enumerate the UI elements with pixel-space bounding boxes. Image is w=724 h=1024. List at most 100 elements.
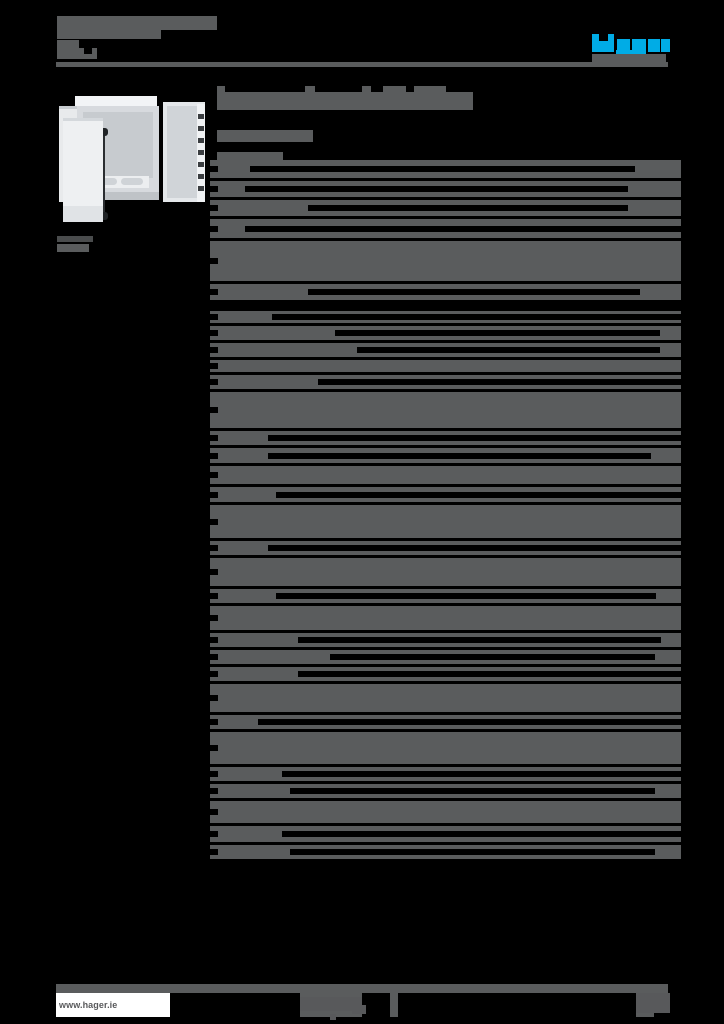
heading-ascender-1 xyxy=(217,86,225,94)
footer-gap-left xyxy=(170,993,300,1017)
heading-ascender-3 xyxy=(362,86,371,94)
table-cell-label xyxy=(210,637,218,643)
table-row-separator xyxy=(210,681,681,684)
table-cell-label xyxy=(210,519,218,525)
table-row-separator xyxy=(210,323,681,326)
table-section-gap xyxy=(210,303,681,311)
table-cell-label xyxy=(210,226,218,232)
table-row xyxy=(210,505,681,538)
table-row-separator xyxy=(210,300,681,303)
table-row xyxy=(210,633,681,647)
table-cell-label xyxy=(210,186,218,192)
table-row xyxy=(210,431,681,445)
table-row xyxy=(210,767,681,781)
table-cell-value xyxy=(272,314,681,320)
table-row-separator xyxy=(210,712,681,715)
table-row xyxy=(210,200,681,216)
table-row xyxy=(210,466,681,484)
page-subtitle xyxy=(217,130,313,142)
table-row-separator xyxy=(210,357,681,360)
table-cell-value xyxy=(282,771,681,777)
specification-table xyxy=(210,160,681,862)
table-cell-label xyxy=(210,472,218,478)
table-row-separator xyxy=(210,823,681,826)
footer-website-url[interactable]: www.hager.ie xyxy=(56,993,170,1017)
table-cell-label xyxy=(210,166,218,172)
table-row xyxy=(210,181,681,197)
table-cell-label xyxy=(210,407,218,413)
table-row xyxy=(210,541,681,555)
table-row-separator xyxy=(210,781,681,784)
table-row xyxy=(210,732,681,764)
table-cell-label-ext xyxy=(222,164,264,171)
table-cell-value xyxy=(250,166,635,172)
table-cell-label xyxy=(210,593,218,599)
table-cell-label xyxy=(210,453,218,459)
table-row xyxy=(210,606,681,630)
table-cell-label xyxy=(210,435,218,441)
table-row xyxy=(210,448,681,463)
heading-ascender-4 xyxy=(383,86,406,94)
logo-tagline xyxy=(592,54,666,62)
table-cell-label xyxy=(210,492,218,498)
table-row-separator xyxy=(210,555,681,558)
page-footer: www.hager.ie xyxy=(0,968,724,1024)
table-cell-label xyxy=(210,615,218,621)
table-row xyxy=(210,801,681,823)
table-cell-label xyxy=(210,545,218,551)
table-row-separator xyxy=(210,281,681,284)
product-photo xyxy=(57,88,205,228)
table-cell-label-ext xyxy=(222,669,262,676)
table-row xyxy=(210,558,681,586)
table-row xyxy=(210,360,681,372)
header-subtitle-a xyxy=(57,40,79,49)
table-row-separator xyxy=(210,340,681,343)
table-row xyxy=(210,343,681,357)
table-cell-label xyxy=(210,347,218,353)
table-row xyxy=(210,715,681,729)
table-cell-label xyxy=(210,314,218,320)
table-cell-label-ext xyxy=(222,312,264,319)
footer-center-text xyxy=(300,997,362,1011)
table-cell-label xyxy=(210,569,218,575)
table-row xyxy=(210,160,681,178)
table-cell-value xyxy=(335,330,660,336)
table-cell-label xyxy=(210,258,218,264)
table-cell-label-ext xyxy=(222,829,262,836)
table-row xyxy=(210,684,681,712)
footer-divider xyxy=(56,984,668,993)
table-cell-value xyxy=(268,545,681,551)
table-row-separator xyxy=(210,538,681,541)
table-cell-label xyxy=(210,205,218,211)
header-divider xyxy=(56,62,668,67)
table-cell-value xyxy=(298,637,661,643)
table-cell-value xyxy=(290,849,655,855)
table-cell-value xyxy=(290,788,655,794)
table-row-separator xyxy=(210,445,681,448)
table-cell-value xyxy=(245,226,681,232)
table-row xyxy=(210,284,681,300)
table-row-separator xyxy=(210,178,681,181)
heading-ascender-2 xyxy=(305,86,315,94)
table-cell-value xyxy=(308,289,640,295)
table-cell-label xyxy=(210,849,218,855)
table-row-separator xyxy=(210,729,681,732)
table-cell-value xyxy=(298,671,681,677)
table-cell-label xyxy=(210,695,218,701)
table-row xyxy=(210,650,681,664)
footer-gap-right xyxy=(398,993,636,1017)
hager-logo xyxy=(592,26,672,57)
table-row-separator xyxy=(210,647,681,650)
table-row-separator xyxy=(210,764,681,767)
product-photo-caption-top xyxy=(57,236,93,242)
table-row-separator xyxy=(210,389,681,392)
product-photo-caption xyxy=(57,244,89,252)
table-cell-label xyxy=(210,788,218,794)
table-row-separator xyxy=(210,842,681,845)
table-cell-value xyxy=(268,453,651,459)
header-title-line2 xyxy=(57,23,161,39)
table-row xyxy=(210,826,681,842)
table-row xyxy=(210,589,681,603)
heading-ascender-5 xyxy=(414,86,446,94)
